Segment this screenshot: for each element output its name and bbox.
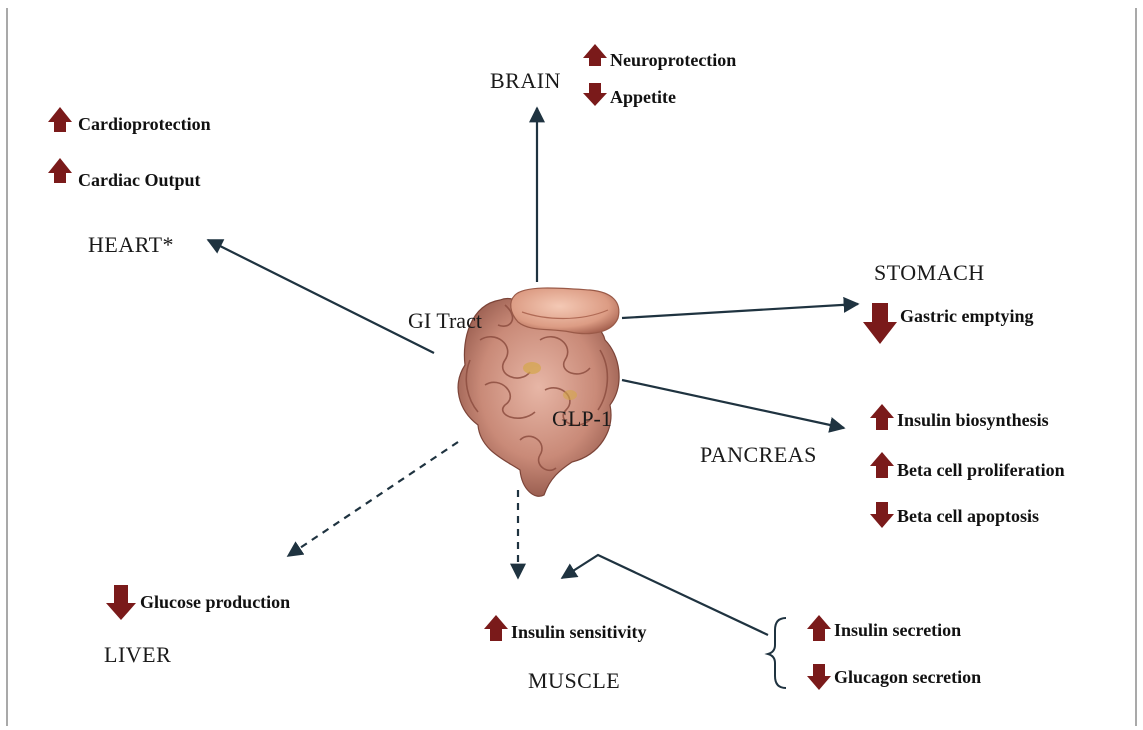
pancreas-effect-text: Insulin biosynthesis	[897, 410, 1049, 430]
arrow-to-liver	[288, 442, 458, 556]
liver-label: LIVER	[104, 642, 171, 667]
secretion-effect-text: Glucagon secretion	[834, 667, 981, 687]
up-arrow-icon	[583, 44, 607, 66]
pancreas-label: PANCREAS	[700, 442, 817, 467]
pancreas-effect-1: Insulin biosynthesis	[870, 404, 1049, 430]
glp1-label: GLP-1	[552, 406, 612, 431]
heart-effect-text: Cardioprotection	[78, 114, 211, 134]
up-arrow-icon	[484, 615, 508, 641]
pancreas-effect-2: Beta cell proliferation	[870, 452, 1065, 480]
pancreas-effect-text: Beta cell proliferation	[897, 460, 1065, 480]
arrow-to-stomach	[622, 304, 858, 318]
up-arrow-icon	[807, 615, 831, 641]
heart-effect-text: Cardiac Output	[78, 170, 201, 190]
liver-effect-1: Glucose production	[106, 585, 290, 620]
up-arrow-icon	[48, 158, 72, 183]
secretion-effect-text: Insulin secretion	[834, 620, 961, 640]
liver-effect-text: Glucose production	[140, 592, 290, 612]
down-arrow-icon	[583, 83, 607, 106]
brain-effect-2: Appetite	[583, 83, 676, 107]
stomach-effect-1: Gastric emptying	[863, 303, 1033, 344]
heart-effect-2: Cardiac Output	[48, 158, 201, 190]
pancreas-effect-3: Beta cell apoptosis	[870, 502, 1039, 528]
gi-tract-illustration	[458, 288, 619, 496]
down-arrow-icon	[807, 664, 831, 690]
muscle-label: MUSCLE	[528, 668, 620, 693]
heart-label: HEART*	[88, 232, 174, 257]
down-arrow-icon	[863, 303, 897, 344]
up-arrow-icon	[870, 404, 894, 430]
arrow-to-heart	[208, 240, 434, 353]
stomach-effect-text: Gastric emptying	[900, 306, 1033, 326]
brain-effect-text: Neuroprotection	[610, 50, 736, 70]
stomach-shape	[511, 288, 619, 334]
up-arrow-icon	[48, 107, 72, 132]
brain-effect-1: Neuroprotection	[583, 44, 736, 70]
stomach-label: STOMACH	[874, 260, 985, 285]
heart-effect-1: Cardioprotection	[48, 107, 211, 134]
up-arrow-icon	[870, 452, 894, 478]
brain-effect-text: Appetite	[610, 87, 676, 107]
down-arrow-icon	[870, 502, 894, 528]
brain-label: BRAIN	[490, 68, 561, 93]
secretion-effect-1: Insulin secretion	[807, 615, 961, 641]
secretion-effect-2: Glucagon secretion	[807, 664, 981, 690]
muscle-effect-text: Insulin sensitivity	[511, 622, 647, 642]
down-arrow-icon	[106, 585, 136, 620]
muscle-effect-1: Insulin sensitivity	[484, 615, 647, 642]
secretion-bracket	[768, 618, 786, 688]
arrow-to-pancreas	[622, 380, 844, 428]
pancreas-effect-text: Beta cell apoptosis	[897, 506, 1039, 526]
gi-tract-label: GI Tract	[408, 308, 482, 333]
